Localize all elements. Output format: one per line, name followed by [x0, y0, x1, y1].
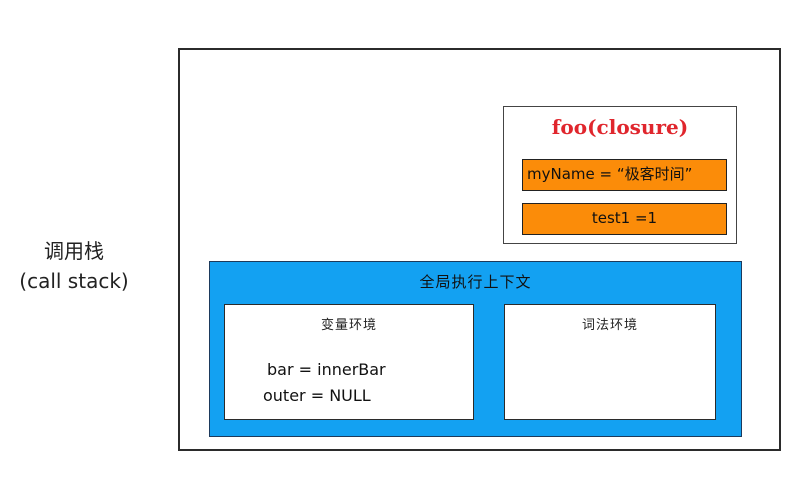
variable-environment-title: 变量环境 [320, 318, 377, 333]
variable-entry-bar: bar = innerBar [267, 360, 386, 379]
variable-environment: 变量环境 bar = innerBar outer = NULL [224, 304, 474, 420]
closure-box: foo(closure) myName = “极客时间” test1 =1 [503, 106, 737, 244]
lexical-environment-title: 词法环境 [581, 318, 638, 333]
closure-var-myname: myName = “极客时间” [522, 159, 727, 191]
call-stack-label-cn: 调用栈 [44, 239, 104, 263]
variable-entry-outer: outer = NULL [263, 386, 371, 405]
closure-var-test1: test1 =1 [522, 203, 727, 235]
global-execution-context: 全局执行上下文 变量环境 bar = innerBar outer = NULL… [209, 261, 742, 437]
global-context-title: 全局执行上下文 [419, 273, 532, 291]
call-stack-label-en: (call stack) [19, 269, 129, 293]
closure-title: foo(closure) [551, 115, 689, 139]
call-stack-label: 调用栈 (call stack) [12, 236, 136, 296]
lexical-environment: 词法环境 [504, 304, 716, 420]
